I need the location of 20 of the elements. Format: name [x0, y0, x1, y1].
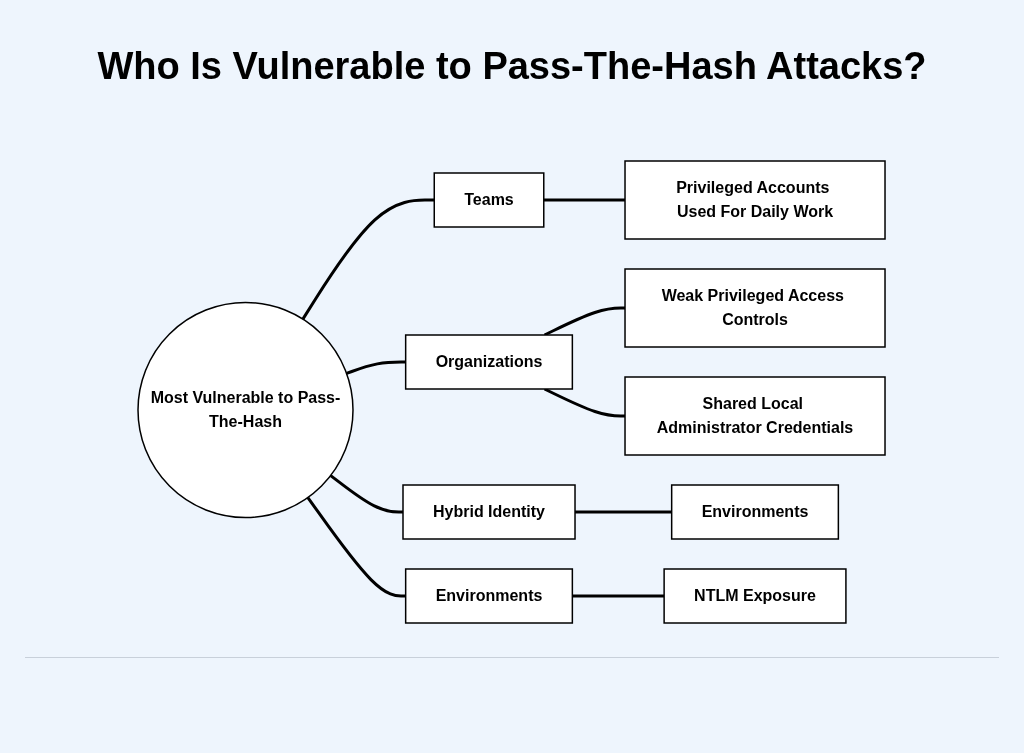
- node-box: Teams: [434, 171, 545, 228]
- node-box: Environments: [405, 567, 574, 624]
- diagram-title: Who Is Vulnerable to Pass-The-Hash Attacks?: [96, 45, 928, 88]
- connector: [544, 198, 626, 201]
- node-box: NTLM Exposure: [663, 567, 848, 624]
- node-box: Weak Privileged Access Controls: [624, 267, 887, 348]
- node-box: Environments: [671, 483, 840, 540]
- connector: [572, 594, 665, 597]
- node-box: Hybrid Identity: [402, 483, 577, 540]
- node-box: Shared Local Administrator Credentials: [624, 375, 887, 456]
- node-box: Organizations: [405, 333, 574, 390]
- connector: [575, 510, 673, 513]
- connector: [302, 198, 435, 320]
- node-box: Privileged Accounts Used For Daily Work: [624, 159, 887, 240]
- connector: [544, 387, 626, 417]
- connector: [544, 306, 626, 336]
- connector: [330, 473, 404, 513]
- connector: [307, 496, 407, 597]
- node-circle: Most Vulnerable to Pass-The-Hash: [137, 301, 355, 518]
- connector: [346, 360, 407, 375]
